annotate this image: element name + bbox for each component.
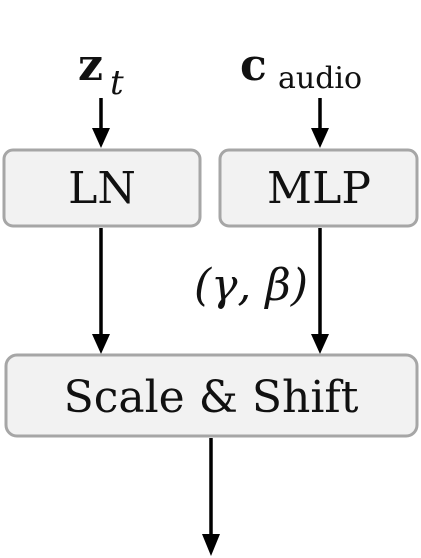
arrow-mlp-to-scale-shift xyxy=(311,228,329,354)
ln-label: LN xyxy=(68,163,136,214)
input-z-t: z t xyxy=(78,40,124,103)
arrow-z-to-ln xyxy=(92,98,110,148)
scale-shift-block: Scale & Shift xyxy=(4,353,419,438)
arrow-c-to-mlp xyxy=(311,98,329,148)
z-symbol: z xyxy=(78,40,103,91)
input-c-audio: c audio xyxy=(240,40,362,96)
arrow-ln-to-scale-shift xyxy=(92,228,110,354)
ln-block: LN xyxy=(2,148,202,228)
c-symbol: c xyxy=(240,40,267,91)
gamma-beta-label: (γ, β) xyxy=(194,260,308,311)
z-subscript: t xyxy=(110,63,124,103)
c-subscript: audio xyxy=(278,61,362,96)
scale-shift-label: Scale & Shift xyxy=(64,372,359,423)
mlp-label: MLP xyxy=(267,163,371,214)
arrow-output xyxy=(202,438,220,556)
mlp-block: MLP xyxy=(218,148,419,228)
